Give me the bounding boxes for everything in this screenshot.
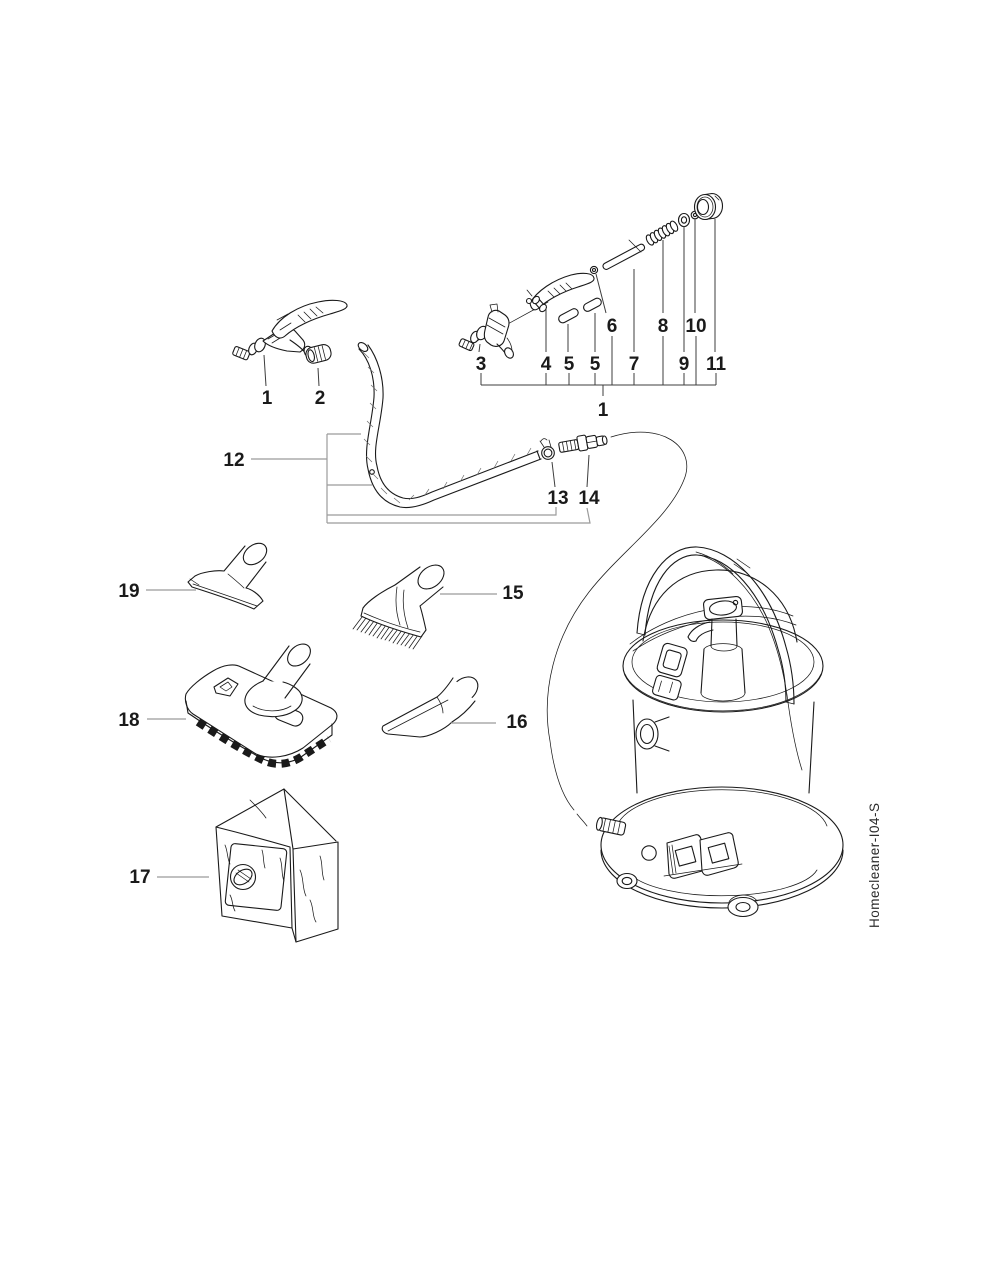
callout-handle-group: 1: [598, 400, 609, 421]
callout-spring: 8: [658, 316, 669, 337]
pin-rear-drawing: [583, 297, 602, 312]
cord-curve: [546, 431, 687, 827]
hose-texture: [362, 351, 532, 504]
filter-bag-drawing: [215, 788, 339, 943]
hose-clamp-drawing: [539, 438, 555, 460]
callout-suction-hose: 12: [223, 450, 244, 471]
callout-hose-clamp: 13: [547, 488, 568, 509]
pin-front-drawing: [558, 308, 579, 324]
valve-body-drawing: [458, 303, 514, 359]
exploded-handle-group: [458, 192, 724, 359]
leader-lines-gray: [146, 433, 591, 878]
end-cap-drawing: [693, 192, 724, 221]
callout-valve-body: 3: [476, 354, 487, 375]
hose-connector-drawing: [558, 434, 608, 453]
adapter-sleeve-drawing: [305, 344, 332, 364]
diagram-code-watermark: Homecleaner-I04-S: [867, 802, 882, 928]
trigger-lever-drawing: [525, 272, 595, 313]
retainer-nut-drawing: [677, 212, 691, 228]
callout-hose-connector: 14: [578, 488, 600, 509]
leader-lines-dark: [263, 219, 717, 488]
callout-gun-assembly: 1: [262, 388, 273, 409]
callout-adapter-sleeve: 2: [315, 388, 326, 409]
callout-filter-bag: 17: [129, 867, 150, 888]
callout-end-cap: 11: [706, 354, 727, 375]
floor-nozzle-drawing: [184, 643, 338, 768]
callout-pin-rear: 5: [590, 354, 601, 375]
callout-retainer-nut: 9: [679, 354, 690, 375]
brush-bristles: [352, 616, 423, 650]
callout-round-brush-nozzle: 15: [502, 583, 524, 604]
callout-o-ring: 10: [685, 316, 706, 337]
callout-upholstery-nozzle: 19: [118, 581, 139, 602]
callout-numbers: 1 2 3 4 5 5 6 7 8 9 10 11 1 12 13 14 15 …: [118, 316, 726, 888]
callout-pin-front: 5: [564, 354, 575, 375]
suction-hose-drawing: [357, 342, 542, 509]
callout-crevice-nozzle: 16: [506, 712, 527, 733]
callout-plunger-rod: 7: [629, 354, 640, 375]
spring-drawing: [645, 220, 679, 246]
callout-trigger-lever: 4: [541, 354, 552, 375]
plunger-rod-drawing: [602, 239, 646, 270]
crevice-nozzle-drawing: [381, 676, 479, 738]
vacuum-body-drawing: [595, 546, 844, 918]
seal-ring-drawing: [589, 265, 599, 275]
callout-seal-ring: 6: [607, 316, 618, 337]
upholstery-nozzle-drawing: [187, 542, 268, 610]
callout-floor-nozzle: 18: [118, 710, 139, 731]
round-brush-nozzle-drawing: [352, 564, 445, 650]
